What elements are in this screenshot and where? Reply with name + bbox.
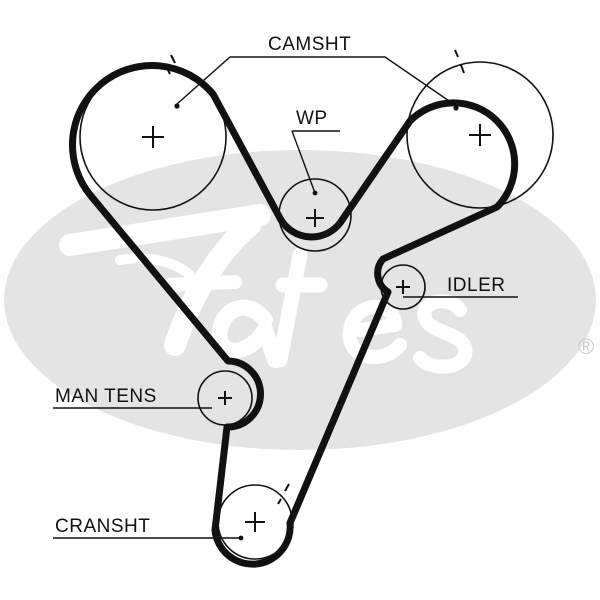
- label-camshaft: CAMSHT: [268, 34, 351, 55]
- leader-lines: [53, 56, 518, 539]
- camshaft-leader: [176, 56, 456, 106]
- water-pump-leader-drop: [291, 130, 316, 194]
- label-man-tens: MAN TENS: [55, 386, 157, 407]
- manual-tensioner-pulley: [197, 370, 253, 426]
- timing-mark: [454, 49, 459, 58]
- camshaft-pulley-left: [79, 54, 227, 211]
- registered-mark: ®: [578, 334, 594, 359]
- watermark-logo: ®: [4, 150, 596, 450]
- watermark-lettering: [59, 204, 473, 374]
- crankshaft-pulley: [217, 483, 293, 560]
- water-pump-pulley: [278, 178, 352, 252]
- label-water-pump: WP: [296, 108, 328, 129]
- label-idler: IDLER: [447, 275, 505, 296]
- timing-mark: [284, 483, 290, 492]
- label-crankshaft: CRANSHT: [55, 516, 150, 537]
- idler-pulley: [380, 264, 426, 310]
- timing-mark: [170, 54, 176, 64]
- timing-belt: [69, 62, 519, 568]
- camshaft-pulley-right: [406, 49, 554, 209]
